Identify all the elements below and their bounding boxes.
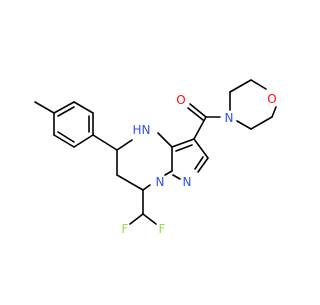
diagram-canvas: O N O N H N N F F bbox=[0, 0, 300, 300]
bond bbox=[193, 116, 207, 140]
bond bbox=[129, 213, 144, 225]
bond bbox=[164, 170, 173, 176]
bond bbox=[236, 120, 252, 130]
bond-lines bbox=[34, 79, 277, 225]
bond bbox=[53, 101, 75, 114]
bond bbox=[250, 116, 273, 130]
bond bbox=[34, 101, 55, 114]
nitrogen-pyrazole-1-label: N bbox=[156, 175, 165, 189]
bond bbox=[194, 156, 204, 170]
bond bbox=[197, 157, 209, 173]
molecule-structure: O N O N H N N F F bbox=[0, 0, 300, 300]
oxygen-morpholine-label: O bbox=[267, 92, 276, 106]
bond bbox=[142, 213, 157, 225]
bond bbox=[229, 79, 252, 93]
bond bbox=[73, 101, 94, 114]
fluorine-right-label: F bbox=[159, 222, 166, 236]
atom-labels: O N O N H N N F F bbox=[122, 92, 277, 236]
bond bbox=[73, 134, 94, 148]
fluorine-left-label: F bbox=[122, 222, 129, 236]
bond bbox=[187, 107, 204, 121]
bond bbox=[142, 184, 151, 191]
bond bbox=[271, 106, 277, 118]
bond bbox=[92, 134, 118, 151]
bond bbox=[193, 138, 209, 159]
nitrogen-amine-label: N bbox=[142, 123, 151, 137]
bond bbox=[57, 131, 75, 143]
bond bbox=[116, 174, 144, 191]
bond bbox=[116, 139, 133, 151]
bond bbox=[175, 144, 193, 152]
bond bbox=[171, 138, 195, 148]
bond bbox=[250, 79, 267, 90]
nitrogen-pyrazole-2-label: N bbox=[183, 175, 192, 189]
bond bbox=[172, 174, 181, 180]
background bbox=[0, 0, 300, 300]
nitrogen-morpholine-label: N bbox=[225, 111, 234, 125]
bond bbox=[57, 106, 75, 117]
bond bbox=[53, 134, 75, 148]
hydrogen-amine-label: H bbox=[132, 123, 141, 137]
bond bbox=[189, 103, 207, 118]
oxygen-carbonyl-label: O bbox=[176, 93, 185, 107]
bond bbox=[157, 132, 173, 148]
